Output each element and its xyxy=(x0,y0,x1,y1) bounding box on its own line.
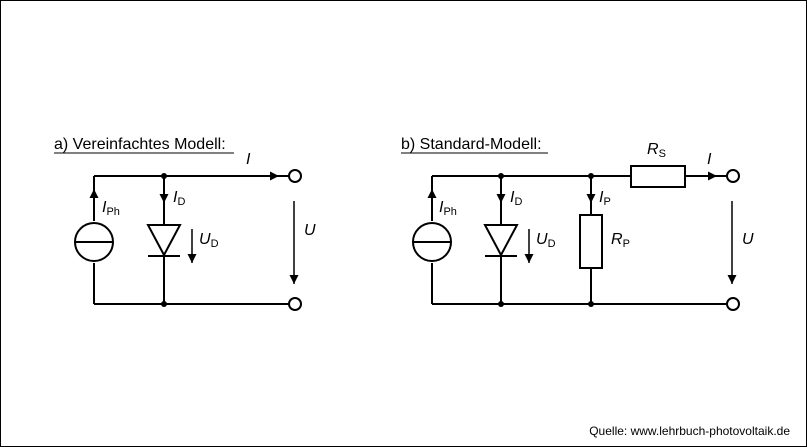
panel-a-node-bottom xyxy=(161,301,167,307)
panel-a-terminal-bottom xyxy=(288,297,302,311)
panel-a-u-label: U xyxy=(304,222,316,239)
panel-b-node-rp-bottom xyxy=(588,301,594,307)
panel-a: a) Vereinfachtes Modell: IPh ID UD I U xyxy=(54,136,316,311)
panel-b-rs-label: RS xyxy=(647,141,666,160)
panel-b-ud-label: UD xyxy=(536,231,556,250)
panel-b-u-label: U xyxy=(742,231,754,248)
panel-b-id-label: ID xyxy=(510,189,522,208)
panel-b-ip-label: IP xyxy=(599,189,611,208)
panel-a-terminal-top xyxy=(288,169,302,183)
panel-a-i-label: I xyxy=(246,151,251,168)
source-credit: Quelle: www.lehrbuch-photovoltaik.de xyxy=(589,424,790,438)
panel-a-diode xyxy=(146,224,182,258)
panel-b-diode xyxy=(483,224,519,258)
panel-b-terminal-bottom xyxy=(726,297,740,311)
panel-b-series-resistor xyxy=(630,165,686,188)
panel-b-i-label: I xyxy=(707,151,712,168)
panel-a-id-label: ID xyxy=(173,189,185,208)
panel-b-rp-label: RP xyxy=(611,231,630,250)
panel-b-heading: b) Standard-Modell: xyxy=(401,136,542,153)
panel-a-node-top xyxy=(161,173,167,179)
panel-b-parallel-resistor xyxy=(579,214,603,269)
panel-b-node-rp-top xyxy=(588,173,594,179)
panel-a-iph-label: IPh xyxy=(102,199,120,218)
panel-b: b) Standard-Modell: xyxy=(401,136,754,311)
panel-a-ud-label: UD xyxy=(199,231,219,250)
panel-b-iph-label: IPh xyxy=(439,199,457,218)
panel-b-node-diode-top xyxy=(498,173,504,179)
panel-b-terminal-top xyxy=(726,169,740,183)
panel-a-heading: a) Vereinfachtes Modell: xyxy=(54,136,226,153)
panel-b-node-diode-bottom xyxy=(498,301,504,307)
